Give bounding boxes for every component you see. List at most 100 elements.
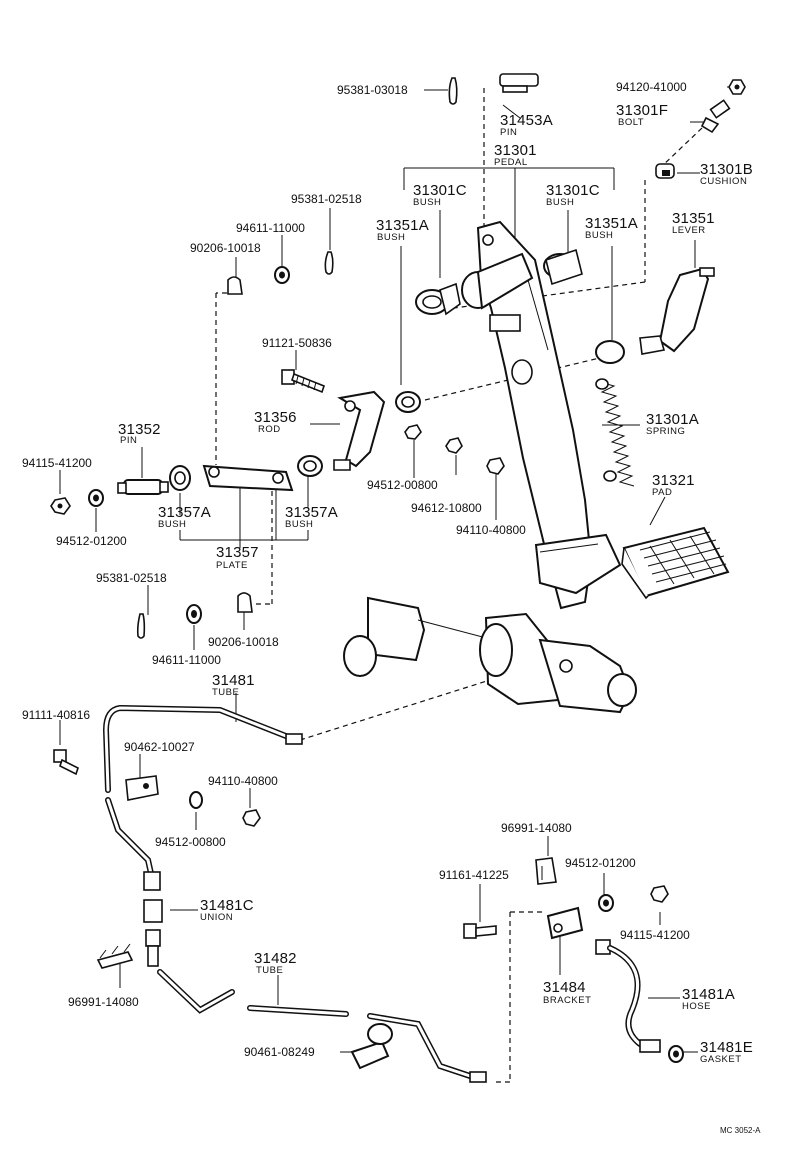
label-31351: 31351	[672, 210, 715, 227]
label-31481a-sub: HOSE	[682, 1001, 711, 1012]
label-31482: 31482	[254, 950, 297, 967]
label-31301f-sub: BOLT	[618, 117, 645, 128]
label-95381-02518-b: 95381-02518	[96, 571, 167, 585]
label-31481c-sub: UNION	[200, 912, 234, 923]
label-31301c-left: 31301C	[413, 182, 467, 199]
hose-icon	[595, 939, 661, 1053]
label-94512-01200-a: 94512-01200	[56, 534, 127, 548]
label-31351-sub: LEVER	[672, 225, 706, 236]
label-94110-40800-b: 94110-40800	[208, 774, 278, 788]
label-90206-10018-a: 90206-10018	[190, 241, 261, 255]
label-31481e-sub: GASKET	[700, 1054, 742, 1065]
bush-icon-31301c-left	[415, 282, 461, 316]
bush-icon-31357a-right	[297, 455, 323, 477]
union-icon	[143, 899, 163, 967]
label-31301c-right: 31301C	[546, 182, 600, 199]
label-31301a-sub: SPRING	[646, 426, 686, 437]
label-94110-40800-a: 94110-40800	[456, 523, 526, 537]
reference-code: MC 3052-A	[720, 1126, 761, 1135]
washer-icon-94512-b	[189, 791, 203, 809]
label-90462-10027: 90462-10027	[124, 740, 195, 754]
label-31357a-left-sub: BUSH	[158, 519, 187, 530]
label-31357a-right-sub: BUSH	[285, 519, 314, 530]
plate-icon	[202, 464, 294, 492]
clip-icon-90206-a	[227, 276, 243, 295]
label-31357a-right: 31357A	[285, 504, 338, 521]
label-90461-08249: 90461-08249	[244, 1045, 315, 1059]
label-31481-sub: TUBE	[212, 687, 240, 698]
label-31482-sub: TUBE	[256, 965, 284, 976]
nut-icon-94110-b	[242, 809, 261, 827]
bush-icon-31351a-right	[595, 340, 625, 364]
pin-icon-31352	[117, 479, 169, 495]
label-31301b-sub: CUSHION	[700, 176, 748, 187]
washer-icon-94611-b	[186, 604, 202, 624]
pedal-boss-icon	[461, 252, 534, 385]
label-31351a-right-sub: BUSH	[585, 230, 614, 241]
washer-icon-94611-a	[274, 266, 290, 284]
label-31357a-left: 31357A	[158, 504, 211, 521]
washer-icon-94512-c	[598, 894, 614, 912]
label-94612-10800: 94612-10800	[411, 501, 482, 515]
label-31301: 31301	[494, 142, 537, 159]
label-91161-41225: 91161-41225	[439, 868, 509, 882]
bush-icon-31351a-left	[395, 391, 421, 413]
label-31301-sub: PEDAL	[494, 157, 528, 168]
clevis-pin-icon	[499, 73, 539, 93]
bolt-icon-91121	[281, 369, 325, 394]
label-31481c: 31481C	[200, 897, 254, 914]
cotter-pin-icon	[448, 77, 458, 105]
cotter-pin-icon-c	[136, 613, 146, 639]
bolt-icon-91111	[53, 749, 79, 776]
label-31453a: 31453A	[500, 112, 553, 129]
label-31481: 31481	[212, 672, 255, 689]
tube-icon-lower-left	[105, 797, 161, 891]
gasket-icon	[668, 1045, 684, 1063]
nut-icon-94110-a	[486, 457, 505, 475]
label-94611-11000-b: 94611-11000	[152, 653, 221, 667]
label-31352: 31352	[118, 421, 161, 438]
nut-icon-94512-a	[404, 424, 422, 440]
label-31484: 31484	[543, 979, 586, 996]
washer-icon-94612	[445, 437, 463, 454]
label-31481e: 31481E	[700, 1039, 753, 1056]
label-31357-sub: PLATE	[216, 560, 248, 571]
label-95381-03018: 95381-03018	[337, 83, 408, 97]
clip-icon-90206-b	[237, 592, 253, 613]
pedal-pad-icon	[621, 526, 730, 600]
label-31301b: 31301B	[700, 161, 753, 178]
washer-icon-94512-a	[88, 489, 104, 507]
bolt-icon-91161	[463, 923, 497, 939]
label-95381-02518-a: 95381-02518	[291, 192, 362, 206]
label-94120-41000: 94120-41000	[616, 80, 687, 94]
label-31356-sub: ROD	[258, 424, 281, 435]
label-31351a-left-sub: BUSH	[377, 232, 406, 243]
label-31351a-right: 31351A	[585, 215, 638, 232]
label-31352-sub: PIN	[120, 435, 138, 446]
clip-icon-90462	[125, 775, 159, 801]
label-31351a-left: 31351A	[376, 217, 429, 234]
label-31357: 31357	[216, 544, 259, 561]
label-96991-14080-a: 96991-14080	[501, 821, 572, 835]
label-31481a: 31481A	[682, 986, 735, 1003]
label-94512-01200-b: 94512-01200	[565, 856, 636, 870]
bush-icon-31357a-left	[169, 465, 191, 491]
label-31321: 31321	[652, 472, 695, 489]
nut-icon-94120	[728, 79, 746, 95]
cotter-pin-icon-b	[324, 251, 334, 275]
label-96991-14080-b: 96991-14080	[68, 995, 139, 1009]
nut-icon-94115-b	[650, 885, 669, 903]
label-31301a: 31301A	[646, 411, 699, 428]
label-94512-00800-a: 94512-00800	[367, 478, 438, 492]
spring-icon	[595, 378, 635, 487]
bolt-icon-31301f	[700, 99, 731, 134]
clip-icon-90461	[350, 1023, 393, 1070]
label-91111-40816: 91111-40816	[22, 708, 91, 722]
cushion-icon	[655, 163, 675, 179]
label-94115-41200-a: 94115-41200	[22, 456, 92, 470]
lever-icon	[639, 267, 715, 355]
clip-icon-96991-a	[535, 857, 557, 885]
label-31356: 31356	[254, 409, 297, 426]
